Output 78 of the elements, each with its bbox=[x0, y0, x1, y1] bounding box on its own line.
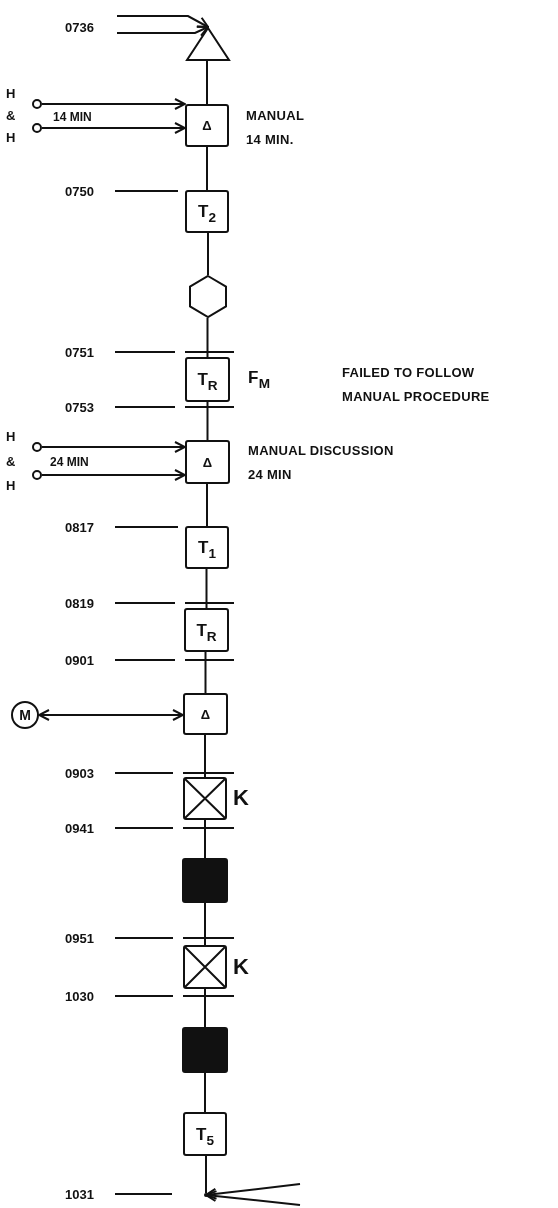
connector-line bbox=[206, 146, 208, 191]
arrow bbox=[205, 1190, 301, 1206]
arrow bbox=[116, 25, 209, 37]
arrow bbox=[41, 469, 186, 481]
annotation-text: K bbox=[233, 786, 251, 810]
annotation-text: MANUAL 14 MIN. bbox=[246, 107, 305, 149]
time-label: 0941 bbox=[65, 821, 94, 835]
text-label: 14 MIN bbox=[53, 111, 92, 123]
time-label: 0751 bbox=[65, 345, 94, 359]
process-box bbox=[185, 357, 230, 402]
text-label: H bbox=[6, 429, 16, 443]
time-label: 0951 bbox=[65, 931, 94, 945]
connector-line bbox=[204, 819, 206, 859]
time-label: 0819 bbox=[65, 596, 94, 610]
hexagon-symbol bbox=[189, 275, 227, 318]
time-label: 0903 bbox=[65, 766, 94, 780]
arrow bbox=[205, 1183, 301, 1200]
circle-node bbox=[11, 701, 39, 729]
time-label: 0901 bbox=[65, 653, 94, 667]
connector-line bbox=[206, 60, 208, 105]
node-label: T$_{2}$ bbox=[198, 203, 216, 220]
connector-line bbox=[207, 232, 209, 276]
time-label: 0753 bbox=[65, 400, 94, 414]
node-label: T$_{5}$ bbox=[196, 1125, 214, 1143]
process-box bbox=[183, 693, 228, 735]
text-label: H bbox=[6, 130, 16, 144]
triangle-symbol bbox=[186, 27, 230, 61]
process-box bbox=[185, 526, 229, 569]
circle-symbol bbox=[32, 99, 42, 109]
node-label: M bbox=[19, 708, 31, 722]
time-label: 1031 bbox=[65, 1187, 94, 1201]
text-label: H bbox=[6, 478, 16, 492]
connector-line bbox=[206, 317, 209, 358]
process-box bbox=[185, 190, 229, 233]
text-label: & bbox=[6, 108, 16, 122]
note-text: FAILED TO FOLLOW MANUAL PROCEDURE bbox=[342, 364, 491, 406]
node-label: Δ bbox=[202, 455, 213, 469]
annotation-text: MANUAL DISCUSSION 24 MIN bbox=[248, 442, 395, 484]
text-label: & bbox=[6, 454, 16, 468]
node-label: T$_{R}$ bbox=[196, 621, 217, 639]
junction-point bbox=[204, 1193, 208, 1197]
arrow bbox=[41, 98, 186, 110]
circle-symbol bbox=[32, 123, 42, 133]
filled-box bbox=[182, 1027, 228, 1073]
connector-line bbox=[206, 483, 208, 527]
connector-line bbox=[204, 902, 206, 946]
annotation-text: F$_{M}$ bbox=[248, 367, 272, 390]
node-label: T$_{1}$ bbox=[198, 539, 216, 556]
text-label: H bbox=[6, 86, 16, 100]
arrow bbox=[41, 122, 186, 134]
connector-line bbox=[205, 1155, 207, 1194]
connector-line bbox=[204, 651, 207, 694]
connector-line bbox=[204, 734, 206, 778]
time-label: 0736 bbox=[65, 20, 94, 34]
time-label: 1030 bbox=[65, 989, 94, 1003]
time-label: 0750 bbox=[65, 184, 94, 198]
circle-symbol bbox=[32, 442, 42, 452]
connector-line bbox=[204, 988, 206, 1028]
crossed-box bbox=[183, 945, 227, 989]
arrow bbox=[41, 441, 186, 453]
process-box bbox=[184, 608, 229, 652]
process-box bbox=[185, 440, 230, 484]
connector-line bbox=[206, 401, 209, 441]
circle-symbol bbox=[32, 470, 42, 480]
filled-box bbox=[182, 858, 228, 903]
arrow bbox=[38, 709, 184, 721]
node-label: Δ bbox=[202, 119, 212, 132]
node-label: T$_{R}$ bbox=[197, 371, 218, 388]
node-label: Δ bbox=[200, 707, 211, 721]
crossed-box bbox=[183, 777, 227, 820]
arrow bbox=[116, 15, 209, 28]
time-label: 0817 bbox=[65, 520, 94, 534]
process-box bbox=[185, 104, 229, 147]
text-label: 24 MIN bbox=[50, 456, 89, 468]
annotation-text: K bbox=[233, 955, 251, 979]
process-box bbox=[183, 1112, 227, 1156]
connector-line bbox=[205, 568, 208, 609]
connector-line bbox=[204, 1072, 206, 1113]
